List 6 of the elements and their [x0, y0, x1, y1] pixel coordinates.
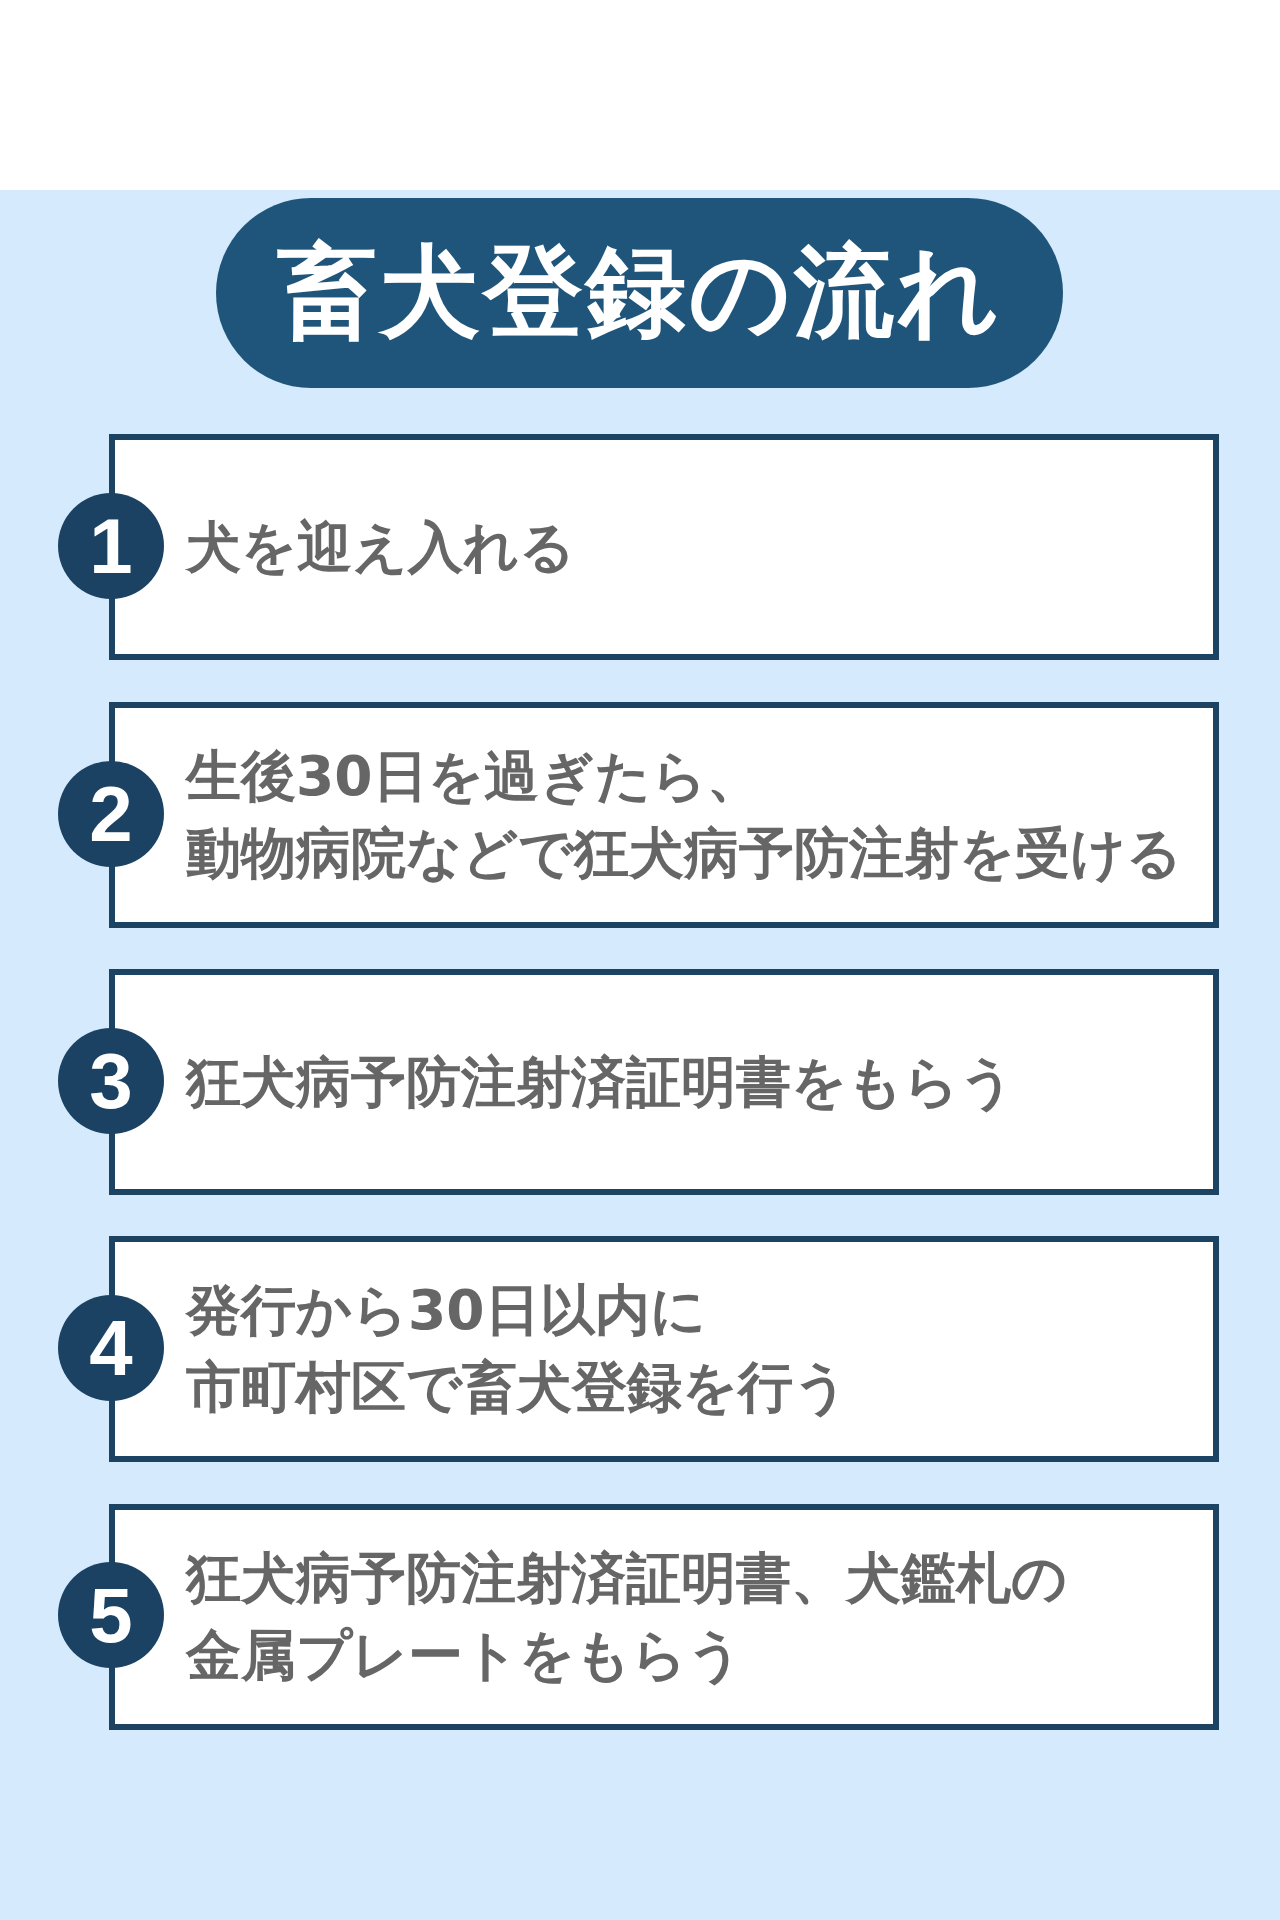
- step-text: 犬を迎え入れる: [186, 513, 575, 581]
- title-banner: 畜犬登録の流れ: [216, 198, 1063, 388]
- step-text: 発行から30日以内に市町村区で畜犬登録を行う: [186, 1277, 849, 1421]
- step-text: 狂犬病予防注射済証明書をもらう: [186, 1048, 1015, 1116]
- step-text: 生後30日を過ぎたら、動物病院などで狂犬病予防注射を受ける: [186, 743, 1182, 887]
- step-text: 狂犬病予防注射済証明書、犬鑑札の金属プレートをもらう: [186, 1545, 1067, 1689]
